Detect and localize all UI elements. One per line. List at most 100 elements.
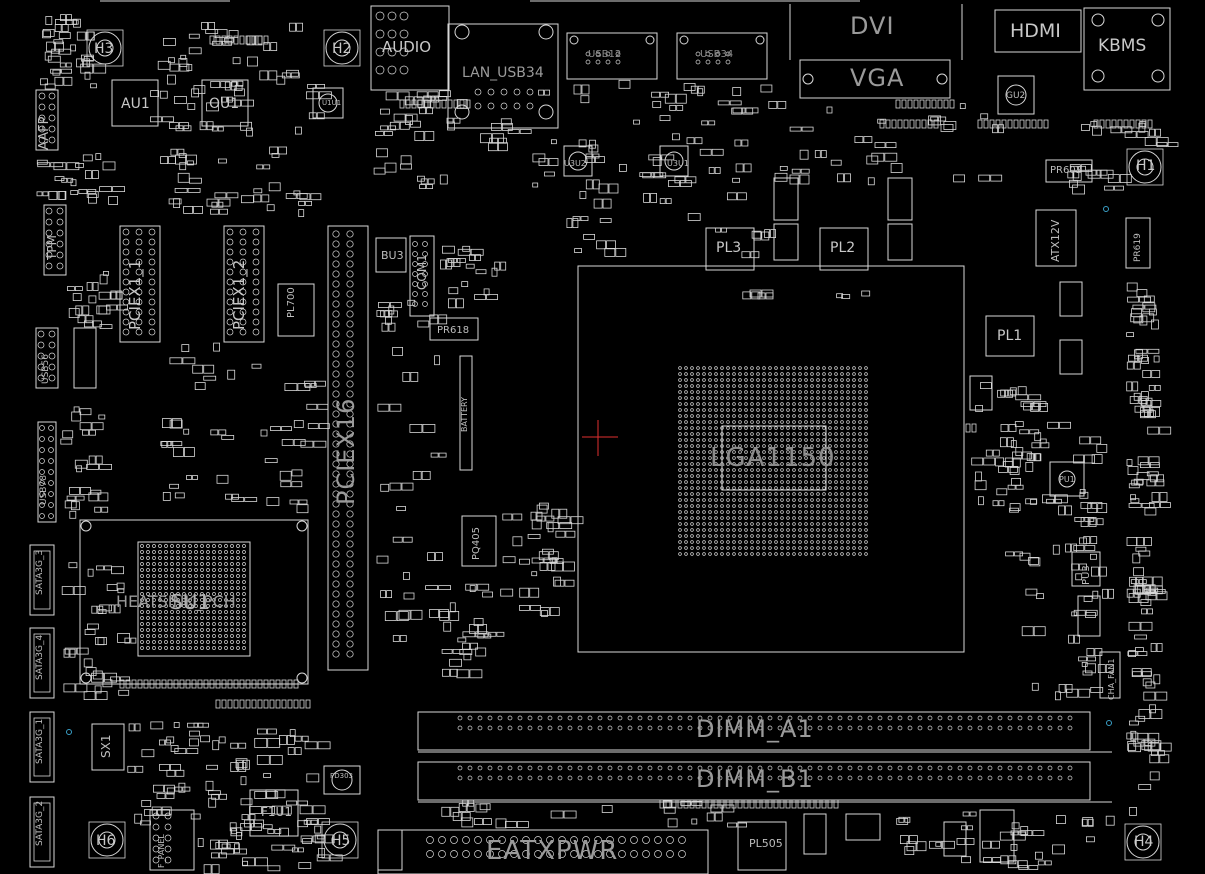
mount-hole-h2-box — [323, 29, 361, 67]
pq627-part — [979, 809, 1015, 863]
f-panel-pins — [152, 812, 172, 864]
mount-hole-h4-outer — [1126, 825, 1160, 859]
passives-area-io-1 — [373, 89, 559, 190]
sata4-connector — [29, 627, 55, 699]
resistor-row-vrm — [965, 423, 977, 433]
pr602-part — [1045, 159, 1093, 183]
battery-label: BATTERY — [460, 397, 469, 432]
hdmi-connector-label: HDMI — [1010, 20, 1061, 42]
lga1150-socket-outline — [577, 265, 965, 653]
vrm-cap-3 — [773, 223, 799, 261]
vrm-cap-6 — [1059, 339, 1083, 375]
atx12v-connector — [1035, 209, 1077, 267]
lan-usb34-label: LAN_USB34 — [462, 65, 544, 81]
sx1-crystal-label: SX1 — [99, 734, 113, 758]
au1-chip-label: AU1 — [121, 96, 150, 112]
gu2-circle — [1005, 84, 1027, 106]
usb34-hole-l — [679, 35, 689, 45]
kbms-hole-4 — [1151, 69, 1165, 83]
pch-hole-1 — [80, 520, 92, 532]
passives-area-pcie-right — [376, 299, 452, 642]
hdmi-outline — [994, 9, 1082, 53]
u3u2-chip — [563, 145, 593, 177]
sata2-inner — [33, 802, 51, 862]
kbms-hole-1 — [1091, 13, 1105, 27]
pr602-label: PR602 — [1050, 165, 1083, 176]
h3-hole-label: H3 — [94, 41, 114, 57]
heatsink-pch-outline — [79, 519, 309, 685]
pu1-chip — [1049, 461, 1085, 497]
mount-hole-h4-box — [1124, 823, 1162, 861]
sata4-connector-label: SATA3G_4 — [35, 634, 45, 680]
passives-area-pq — [500, 502, 584, 617]
pl505-inductor — [737, 821, 787, 871]
pr619-part — [1125, 217, 1151, 269]
lga1150-pad-array — [678, 366, 868, 556]
pd504-part — [845, 813, 881, 841]
sata1-connector — [29, 711, 55, 783]
resistor-row-top-4 — [977, 119, 1049, 129]
audio-connector-label: AUDIO — [382, 38, 432, 56]
pd303-label: PD303 — [330, 772, 353, 780]
passives-area-audio — [150, 21, 332, 137]
usb78-header — [37, 421, 57, 523]
u3u2-label: U3U2 — [564, 159, 586, 168]
sata4-inner — [33, 633, 51, 693]
sata3-connector — [29, 544, 55, 616]
mount-hole-h6-outer — [90, 823, 124, 857]
h2-hole-label: H2 — [332, 41, 352, 57]
passives-area-left-1 — [36, 153, 125, 205]
via-1 — [66, 729, 72, 735]
bu3-chip — [375, 237, 407, 273]
usb34-label: USB34 — [700, 49, 734, 60]
resistor-row-top-5 — [1093, 119, 1153, 129]
eatxpwr-cap-l — [377, 829, 403, 871]
pd303-circle — [331, 769, 353, 791]
usb56-header-label: USB56 — [41, 354, 51, 384]
resistor-row-pch-1 — [215, 699, 311, 709]
eatxpwr-connector-label: EATXPWR — [486, 836, 619, 866]
sata2-connector-label: SATA3G_2 — [35, 800, 45, 846]
mount-hole-h6-box — [88, 821, 126, 859]
passives-area-top-left — [40, 14, 107, 90]
pch-hole-4 — [296, 672, 308, 684]
resistor-row-pch-2 — [119, 679, 299, 689]
passives-area-pcie — [440, 245, 507, 309]
pl700-inductor — [277, 283, 315, 337]
mount-hole-h3-box — [86, 29, 124, 67]
pciex1-1-pins — [122, 228, 156, 336]
h6-hole-label: H6 — [96, 833, 116, 849]
vrm-cap-2 — [887, 177, 913, 221]
via-2 — [1103, 206, 1109, 212]
lan-mount-hole-3 — [454, 104, 470, 120]
mount-hole-h2-inner — [333, 39, 351, 57]
com1-header-label: COM1 — [415, 254, 429, 290]
pl2-inductor-label: PL2 — [830, 240, 856, 256]
pl2-inductor — [819, 227, 869, 271]
h1-hole-label: H1 — [1136, 158, 1156, 174]
vrm-cap-1 — [773, 177, 799, 221]
mount-hole-h4-inner — [1134, 833, 1152, 851]
vga-hole-r — [936, 73, 948, 85]
usb56-pins — [37, 330, 56, 382]
u1u1-chip — [312, 87, 344, 119]
aafp-header — [35, 89, 59, 151]
au1-chip — [111, 79, 159, 127]
h4-hole-label: H4 — [1134, 834, 1154, 850]
f1u1-label: F1U1 — [261, 805, 292, 819]
sata3-connector-label: SATA3G_3 — [35, 549, 45, 595]
pu1-circle — [1058, 470, 1076, 488]
passives-area-bottom-left — [127, 721, 331, 828]
usb56-header — [35, 327, 59, 389]
sata1-inner — [33, 717, 51, 777]
kbms-hole-3 — [1091, 69, 1105, 83]
passives-area-sata — [61, 562, 137, 700]
mount-hole-h3-inner — [96, 39, 114, 57]
passives-area-pq-2 — [439, 583, 505, 679]
pl1-inductor — [985, 315, 1035, 357]
ou1-chip-label: OU1 — [209, 96, 240, 112]
pciex1-2-pins — [226, 228, 260, 336]
audio-jack-holes — [375, 11, 409, 75]
vrm-cap-4 — [887, 223, 913, 261]
